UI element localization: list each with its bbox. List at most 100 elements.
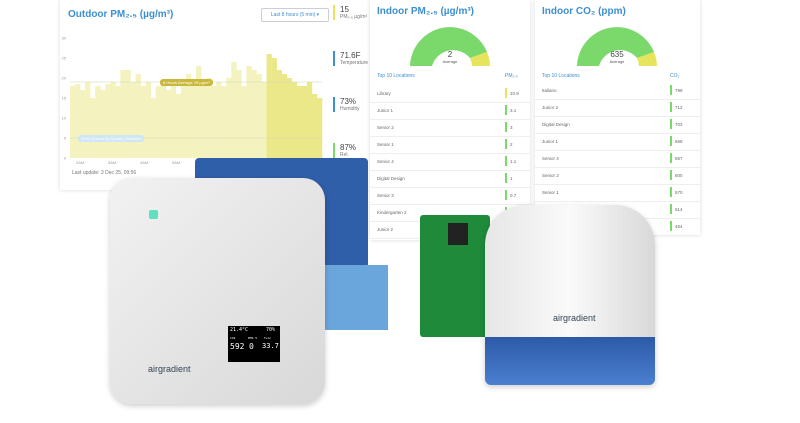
table-row[interactable]: Senior 4 1.1 <box>370 153 530 171</box>
location-value: 657 <box>675 156 683 161</box>
level-bar <box>670 204 672 214</box>
location-value: 10.9 <box>510 91 519 96</box>
display-co2: 592 <box>230 342 245 351</box>
chart-annotation: 8 Hours Average 19 µg/m³ <box>160 79 213 86</box>
level-bar <box>670 221 672 231</box>
table-row[interactable]: Junior 2 712 <box>535 99 700 117</box>
level-bar <box>505 88 507 98</box>
location-name: Senior 4 <box>542 156 559 161</box>
table-row[interactable]: Digital Design 703 <box>535 116 700 134</box>
display-tvoc-label: Tvoc <box>264 336 272 340</box>
location-name: Senior 4 <box>377 159 394 164</box>
display-tvoc: 33.7 <box>262 342 279 350</box>
level-bar <box>670 102 672 112</box>
indoor-co2-average-label: Average <box>609 59 625 64</box>
indoor-pm-panel: Indoor PM₂.₅ (µg/m³) 2 Average Top 10 Lo… <box>370 0 530 240</box>
level-bar <box>670 119 672 129</box>
level-bar <box>670 153 672 163</box>
display-pm-label: PM2.5 <box>248 336 258 340</box>
indoor-co2-average: 635 <box>610 50 624 59</box>
range-select-label: Last 8 hours (5 min) <box>270 12 316 18</box>
location-value: 0.7 <box>510 193 517 198</box>
location-name: Junior 2 <box>377 227 394 232</box>
level-bar <box>670 136 672 146</box>
location-value: 600 <box>675 173 683 178</box>
status-led <box>149 210 158 219</box>
location-value: 703 <box>675 122 683 127</box>
stat-value: 87% <box>340 143 357 152</box>
outdoor-monitor-device: airgradient <box>485 205 655 385</box>
green-pcb <box>420 215 490 337</box>
stat-value: 73% <box>340 97 357 106</box>
location-name: Junior 1 <box>377 108 394 113</box>
stat-label: Rel. <box>340 152 349 158</box>
level-bar <box>505 122 507 132</box>
table-header: Top 10 Locations <box>377 73 415 79</box>
display-pm: 0 <box>249 342 254 351</box>
location-name: Junior 2 <box>542 105 559 110</box>
location-value: 1 <box>510 176 513 181</box>
stat-label: PM₂.₅ µg/m³ <box>340 14 368 20</box>
level-bar <box>505 190 507 200</box>
table-row[interactable]: Digital Design 1 <box>370 170 530 188</box>
location-value: 454 <box>675 224 683 229</box>
stat-item: 87%Rel. <box>333 143 356 158</box>
table-row[interactable]: Senior 3 0.7 <box>370 187 530 205</box>
brand-logo: airgradient <box>148 364 191 374</box>
sensor-module <box>320 265 388 330</box>
level-bar <box>505 156 507 166</box>
table-row[interactable]: Italiano 799 <box>535 82 700 100</box>
location-value: 1.1 <box>510 159 517 164</box>
display-humidity: 70% <box>266 327 276 333</box>
level-bar <box>670 170 672 180</box>
range-select[interactable]: Last 8 hours (5 min) ▾ <box>261 8 329 22</box>
outdoor-title: Outdoor PM₂.₅ (µg/m³) <box>68 9 174 20</box>
location-value: 2 <box>510 142 513 147</box>
location-name: Digital Design <box>377 176 405 181</box>
location-name: Italiano <box>542 88 557 93</box>
level-bar <box>670 85 672 95</box>
location-value: 712 <box>675 105 683 110</box>
location-value: 514 <box>675 207 683 212</box>
col-header: PM₂.₅ <box>505 73 518 79</box>
display-co2-label: CO2 <box>230 336 236 340</box>
level-bar <box>505 105 507 115</box>
stat-label: Temperature <box>340 60 369 66</box>
indoor-pm-average-label: Average <box>442 59 458 64</box>
indoor-pm-title: Indoor PM₂.₅ (µg/m³) <box>377 6 474 17</box>
indoor-monitor-device: airgradient 21.4°C 70% CO2 592 PM2.5 0 T… <box>110 178 325 404</box>
level-bar <box>670 187 672 197</box>
location-name: Senior 3 <box>377 193 394 198</box>
table-row[interactable]: Senior 4 657 <box>535 150 700 168</box>
location-value: 570 <box>675 190 683 195</box>
location-value: 668 <box>675 139 683 144</box>
location-name: Library <box>377 91 391 96</box>
location-name: Senior 2 <box>377 125 394 130</box>
indoor-co2-panel: Indoor CO₂ (ppm) 635 Average Top 10 Loca… <box>535 0 700 236</box>
location-name: Senior 1 <box>542 190 559 195</box>
location-value: 799 <box>675 88 683 93</box>
indoor-pm-average: 2 <box>447 50 453 59</box>
stat-item: 73%Humidity <box>333 97 359 112</box>
col-header: CO₂ <box>670 73 680 79</box>
level-bar <box>505 139 507 149</box>
indoor-co2-gauge <box>577 27 657 67</box>
indoor-co2-title: Indoor CO₂ (ppm) <box>542 6 626 17</box>
stat-value: 15 <box>340 5 349 14</box>
brand-logo: airgradient <box>553 313 596 323</box>
indoor-pm-gauge <box>410 27 490 66</box>
last-update: Last update: 3 Dec 25, 09:56 <box>72 170 137 176</box>
table-row[interactable]: Library 10.9 <box>370 85 530 103</box>
display-temp: 21.4°C <box>230 327 249 333</box>
blue-base <box>485 337 655 385</box>
table-row[interactable]: Senior 1 570 <box>535 184 700 202</box>
location-name: Digital Design <box>542 122 570 127</box>
stat-value: 71.6F <box>340 51 361 60</box>
